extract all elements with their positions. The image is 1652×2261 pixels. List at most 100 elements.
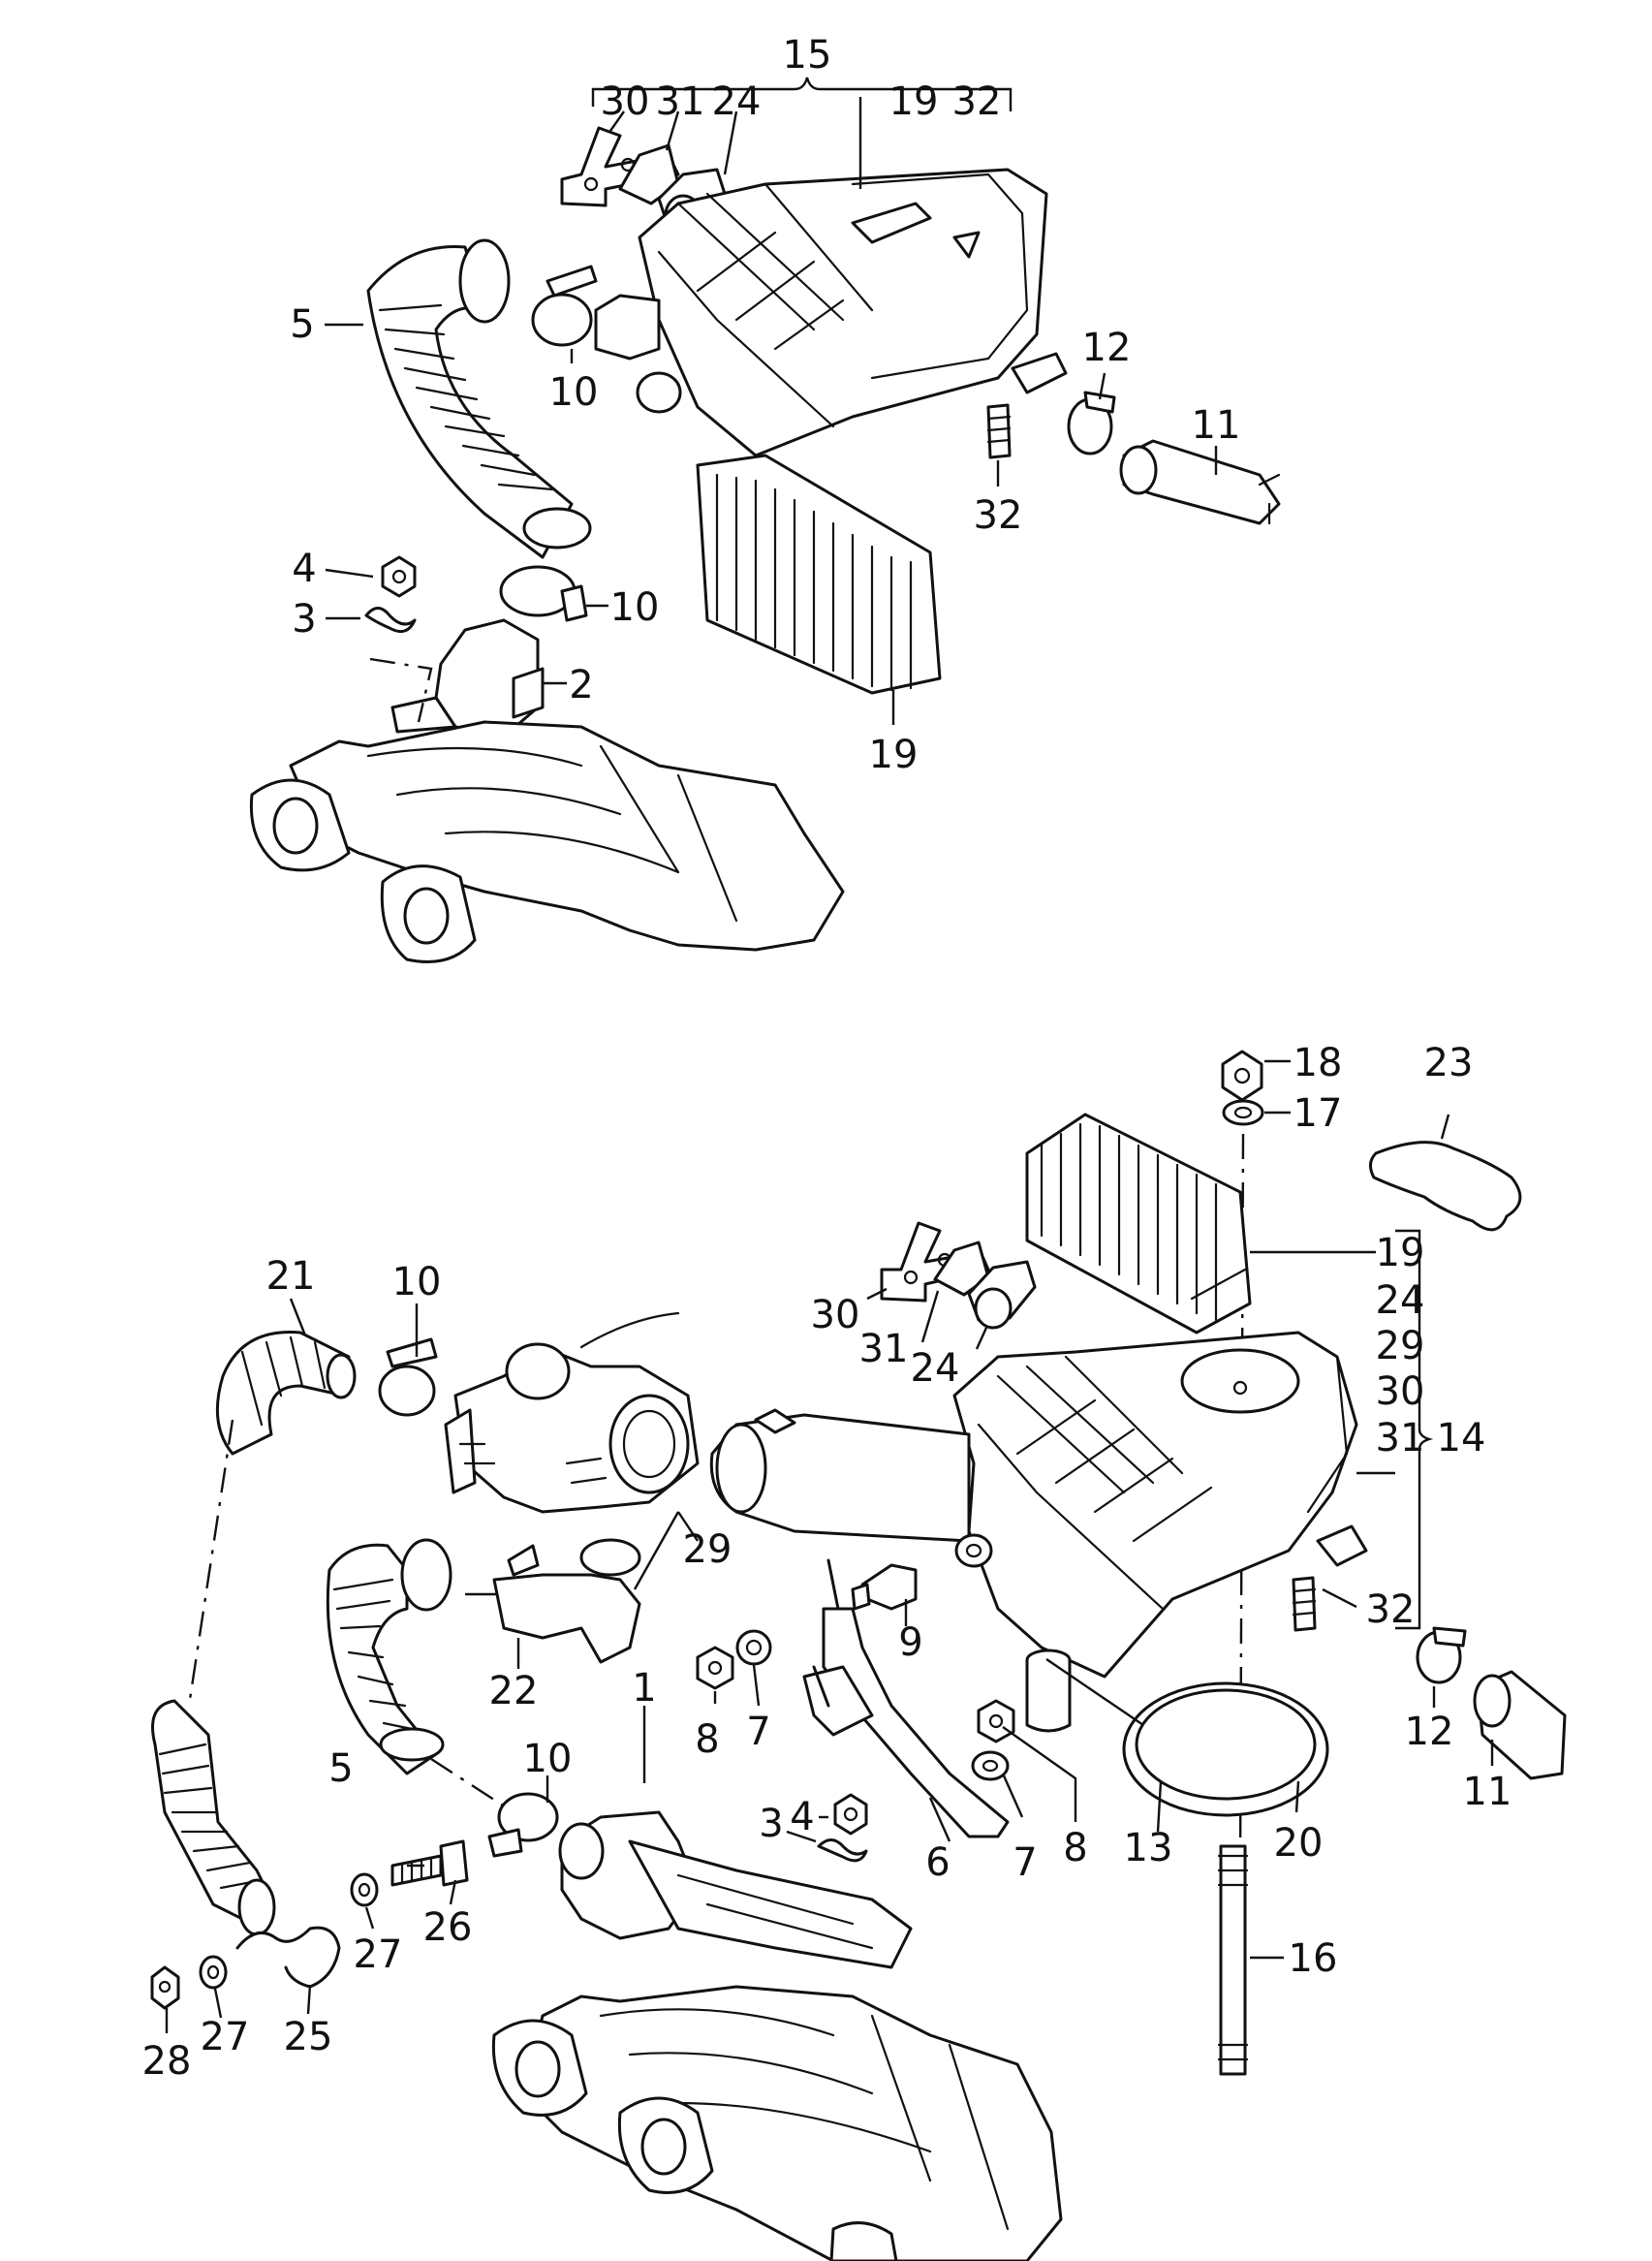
- kit-14-bracket: [1395, 1229, 1434, 1630]
- lower-nut-18: [1221, 1050, 1263, 1102]
- label-upper-31: 31: [656, 79, 705, 124]
- label-lower-29-kit: 29: [1376, 1324, 1425, 1368]
- label-lower-24-kit: 24: [1376, 1278, 1425, 1323]
- label-lower-5: 5: [328, 1746, 353, 1791]
- lower-washer-7a: [735, 1629, 772, 1666]
- label-lower-9: 9: [898, 1620, 922, 1665]
- lower-sleeve-13: [1025, 1649, 1072, 1733]
- label-lower-10a: 10: [392, 1260, 442, 1304]
- lower-filter-element: [1025, 1113, 1252, 1335]
- lower-washer-7b: [971, 1750, 1010, 1781]
- lower-nut-28: [150, 1965, 180, 2010]
- label-lower-7b: 7: [1013, 1840, 1037, 1885]
- label-upper-32: 32: [974, 493, 1023, 538]
- label-lower-32-kit: 32: [1366, 1587, 1416, 1632]
- lower-bolt-26: [390, 1839, 469, 1887]
- label-upper-2: 2: [569, 663, 593, 707]
- label-lower-25: 25: [284, 2015, 333, 2059]
- upper-clamp-10b: [499, 565, 588, 622]
- lower-hose-21: [215, 1331, 357, 1456]
- lower-gasket-23: [1369, 1141, 1522, 1232]
- label-lower-16: 16: [1289, 1936, 1338, 1981]
- label-upper-4: 4: [292, 547, 316, 591]
- lower-ring-20: [1122, 1681, 1329, 1817]
- lower-stud-16: [1217, 1844, 1249, 2076]
- lower-hose-axis: [430, 1757, 514, 1814]
- label-upper-3: 3: [292, 597, 316, 642]
- label-lower-6: 6: [925, 1840, 950, 1885]
- lower-clip-3: [817, 1838, 868, 1863]
- label-lower-1: 1: [632, 1666, 656, 1711]
- label-upper-24: 24: [712, 79, 762, 124]
- label-lower-31: 31: [859, 1327, 909, 1371]
- label-lower-19-kit: 19: [1376, 1231, 1425, 1275]
- lower-clip-25: [235, 1926, 341, 1989]
- label-lower-17: 17: [1294, 1091, 1343, 1136]
- label-upper-5: 5: [290, 302, 314, 347]
- label-lower-20: 20: [1274, 1821, 1324, 1866]
- upper-assembly-axis: [369, 657, 433, 723]
- upper-nut-4: [381, 555, 417, 598]
- lower-elbow-22: [492, 1538, 641, 1664]
- leader-lines: [165, 97, 1494, 2033]
- label-lower-31-kit: 31: [1376, 1416, 1425, 1460]
- label-lower-12: 12: [1405, 1710, 1454, 1754]
- label-lower-30-kit: 30: [1376, 1369, 1425, 1414]
- upper-intake-hose: [366, 238, 592, 559]
- label-lower-22: 22: [489, 1669, 539, 1713]
- upper-clamp-12: [1067, 391, 1116, 455]
- label-lower-24: 24: [911, 1346, 960, 1391]
- label-lower-7a: 7: [746, 1710, 770, 1754]
- label-upper-11: 11: [1192, 403, 1241, 448]
- lower-nipple-32: [1292, 1576, 1317, 1632]
- upper-connector-2: [390, 618, 545, 738]
- label-lower-26: 26: [423, 1905, 473, 1950]
- upper-clamp-10a: [531, 265, 598, 347]
- label-lower-8a: 8: [695, 1717, 719, 1762]
- lower-left-axis: [187, 1419, 234, 1707]
- label-lower-18: 18: [1294, 1041, 1343, 1085]
- label-kit-14: 14: [1437, 1416, 1486, 1460]
- label-lower-4: 4: [790, 1795, 814, 1839]
- label-upper-30: 30: [601, 79, 650, 124]
- lower-washer-27a: [350, 1872, 379, 1907]
- label-lower-28: 28: [142, 2039, 192, 2084]
- lower-nut-4: [833, 1793, 868, 1836]
- lower-throttle-body-29: [444, 1311, 700, 1514]
- lower-intake-manifold: [491, 1985, 1063, 2261]
- upper-filter-housing: [594, 168, 1068, 457]
- lower-grommet-31: [933, 1240, 990, 1297]
- label-upper-19-kit: 19: [889, 79, 939, 124]
- upper-washer-3: [364, 607, 417, 634]
- label-lower-29: 29: [683, 1527, 732, 1572]
- part-labels: 15 30 31 24 19 32 5 10 12 11 32 4 3 10 2…: [142, 33, 1512, 2084]
- lower-grommet: [954, 1533, 993, 1568]
- label-lower-21: 21: [266, 1254, 316, 1299]
- label-lower-27b: 27: [201, 2015, 250, 2059]
- lower-clamp-12: [1416, 1626, 1467, 1684]
- lower-nut-8b: [977, 1699, 1015, 1743]
- lower-clamp-10a: [378, 1337, 438, 1417]
- kit-15-bracket: [591, 77, 1013, 111]
- label-lower-3: 3: [759, 1802, 783, 1846]
- label-upper-10a: 10: [549, 370, 599, 415]
- lower-air-duct: [709, 1408, 971, 1543]
- lower-long-hose: [151, 1699, 276, 1936]
- lower-assembly: [150, 1050, 1567, 2261]
- label-upper-19: 19: [869, 733, 919, 777]
- lower-sleeve-24: [967, 1260, 1037, 1330]
- lower-washer-17: [1222, 1099, 1264, 1126]
- label-lower-10b: 10: [523, 1737, 573, 1781]
- label-upper-12: 12: [1082, 326, 1132, 370]
- part-31-grommet: [618, 143, 680, 205]
- label-upper-10b: 10: [610, 585, 660, 630]
- lower-filter-housing: [952, 1331, 1368, 1679]
- lower-bolt-9: [851, 1563, 918, 1611]
- label-lower-27a: 27: [354, 1932, 403, 1977]
- lower-pipe-1: [558, 1810, 913, 1969]
- lower-washer-27b: [199, 1955, 228, 1990]
- label-kit-15: 15: [783, 33, 832, 78]
- upper-hose-11: [1119, 439, 1281, 525]
